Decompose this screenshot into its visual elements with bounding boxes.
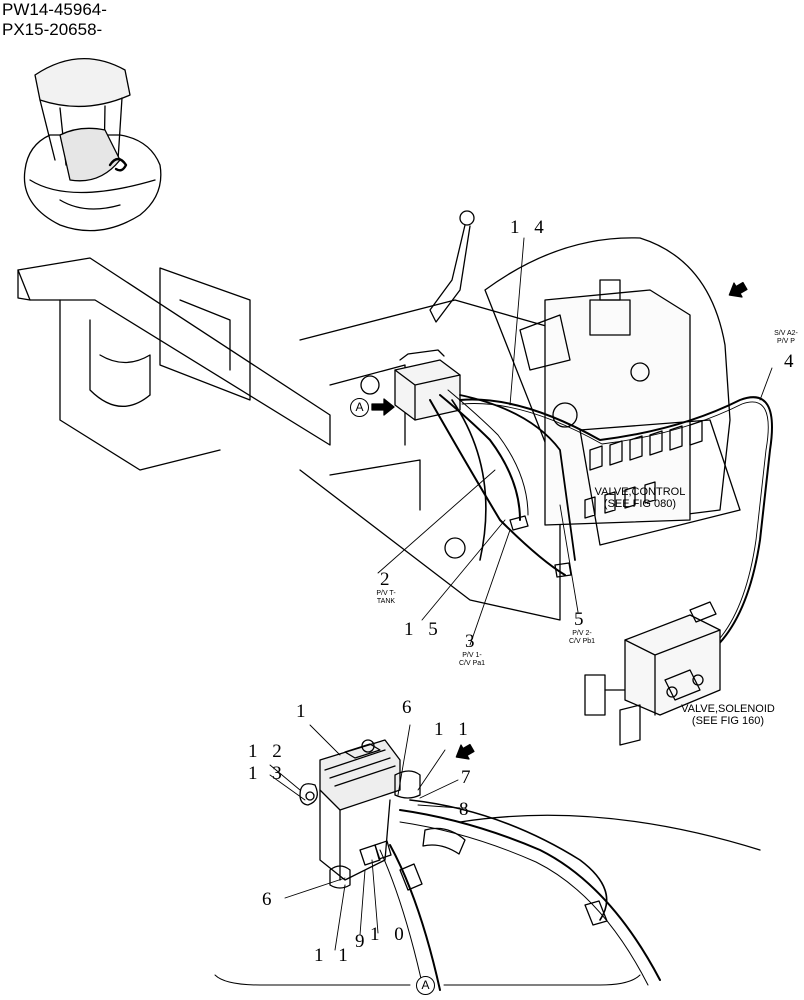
control-lever xyxy=(429,210,475,323)
callout-5: 5 xyxy=(574,609,589,630)
control-valve-reference-title: VALVE,CONTROL xyxy=(594,486,686,498)
serial-range-1: PW14-45964- xyxy=(2,0,107,19)
port-label-5-line2: C/V Pb1 xyxy=(568,638,596,645)
detail-a-pilot-valve xyxy=(299,739,421,889)
solenoid-valve-reference-figure: (SEE FIG 160) xyxy=(691,715,765,727)
solenoid-valve-reference: VALVE,SOLENOID (SEE FIG 160) xyxy=(676,703,780,727)
callout-7: 7 xyxy=(461,767,476,788)
callout-8: 8 xyxy=(459,799,474,820)
hoses-main xyxy=(429,389,576,578)
detail-a-bracket-marker-icon: A xyxy=(416,976,435,995)
operator-frame xyxy=(17,257,561,621)
solenoid-valve xyxy=(584,601,721,746)
port-label-5: P/V 2- C/V Pb1 xyxy=(562,630,602,646)
callout-6-top: 6 xyxy=(402,697,417,718)
callout-1: 1 xyxy=(296,701,311,722)
control-valve-reference-figure: (SEE FIG 080) xyxy=(603,498,677,510)
port-label-4: S/V A2- P/V P xyxy=(768,330,804,346)
port-label-4-line1: S/V A2- xyxy=(774,330,798,337)
port-label-2-line2: TANK xyxy=(376,598,396,605)
detail-a-hoses xyxy=(379,799,761,993)
detail-a-bracket xyxy=(214,974,641,986)
hose-4 xyxy=(459,396,773,666)
callout-10: 1 0 xyxy=(370,924,409,945)
port-label-3-line2: C/V Pa1 xyxy=(458,660,486,667)
solenoid-valve-reference-title: VALVE,SOLENOID xyxy=(681,703,775,715)
port-label-5-line1: P/V 2- xyxy=(572,630,592,637)
callout-3: 3 xyxy=(465,631,480,652)
serial-range-2: PX15-20658- xyxy=(2,20,103,39)
callout-2: 2 xyxy=(380,569,395,590)
callout-14: 1 4 xyxy=(510,217,549,238)
callout-6-bottom: 6 xyxy=(262,889,277,910)
control-valve-reference: VALVE,CONTROL (SEE FIG 080) xyxy=(588,486,692,510)
leader-lines xyxy=(269,237,773,951)
control-valve-block xyxy=(484,237,741,546)
detail-a-marker-icon: A xyxy=(350,398,369,417)
port-label-3: P/V 1- C/V Pa1 xyxy=(452,652,492,668)
machine-thumbnail-icon xyxy=(23,57,162,232)
callout-11-bottom: 1 1 xyxy=(314,945,353,966)
port-label-2: P/V T- TANK xyxy=(368,590,404,606)
front-direction-arrow-icon xyxy=(371,281,748,760)
port-label-2-line1: P/V T- xyxy=(376,590,396,597)
pilot-valve-upper xyxy=(394,349,461,421)
port-label-4-line2: P/V P xyxy=(777,338,795,345)
callout-13: 1 3 xyxy=(248,763,287,784)
callout-11-top: 1 1 xyxy=(434,719,473,740)
callout-9: 9 xyxy=(355,931,370,952)
callout-12: 1 2 xyxy=(248,741,287,762)
port-label-3-line1: P/V 1- xyxy=(462,652,482,659)
callout-4: 4 xyxy=(784,351,799,372)
callout-15: 1 5 xyxy=(404,619,443,640)
